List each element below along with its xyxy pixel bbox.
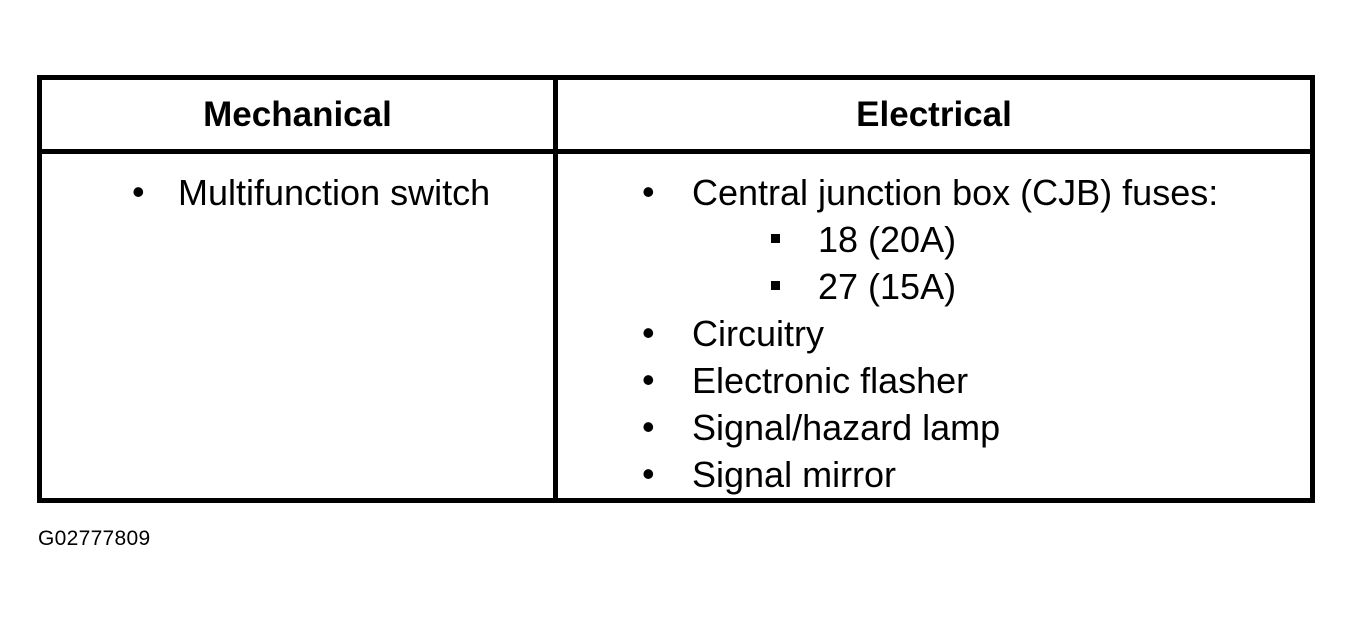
bullet-icon: • [642, 312, 655, 353]
figure-id: G02777809 [38, 527, 151, 550]
list-item-electrical: Circuitry [692, 313, 824, 354]
header-mechanical: Mechanical [203, 94, 392, 134]
bullet-icon: • [642, 453, 655, 494]
list-item-mechanical: Multifunction switch [178, 172, 491, 213]
list-item-electrical: Central junction box (CJB) fuses: [692, 172, 1219, 213]
square-bullet-icon [771, 234, 780, 243]
bullet-icon: • [642, 406, 655, 447]
list-subitem-electrical: 18 (20A) [818, 219, 957, 260]
column-divider [553, 80, 558, 498]
header-electrical: Electrical [856, 94, 1012, 134]
list-item-electrical: Signal/hazard lamp [692, 407, 1001, 448]
header-divider [42, 149, 1310, 154]
list-item-electrical: Signal mirror [692, 454, 897, 495]
list-subitem-electrical: 27 (15A) [818, 266, 957, 307]
bullet-icon: • [132, 171, 145, 212]
square-bullet-icon [771, 281, 780, 290]
list-item-electrical: Electronic flasher [692, 360, 969, 401]
bullet-icon: • [642, 171, 655, 212]
bullet-icon: • [642, 359, 655, 400]
diagnosis-table: Mechanical Electrical • Multifunction sw… [37, 75, 1315, 503]
